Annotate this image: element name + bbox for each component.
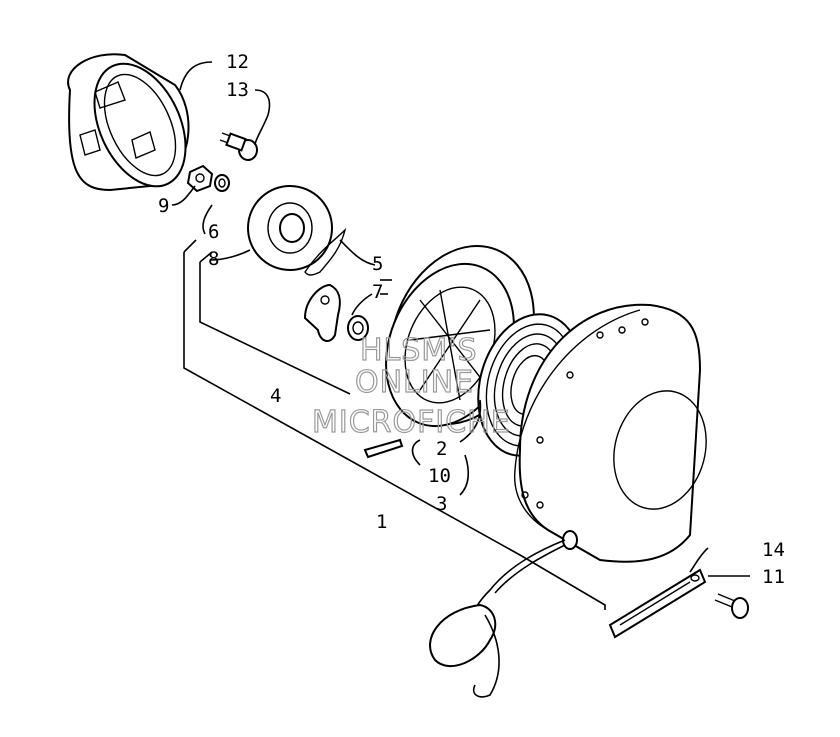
callout-9: 9 — [158, 195, 169, 217]
pulley-hub-8 — [247, 185, 333, 271]
callout-6: 6 — [208, 221, 219, 243]
housing-1 — [514, 303, 707, 563]
line-part-1 — [183, 252, 606, 610]
callout-12: 12 — [226, 51, 249, 73]
callout-5: 5 — [372, 253, 383, 275]
pawl-7 — [303, 283, 341, 342]
callout-11: 11 — [762, 566, 785, 588]
bolt-13 — [219, 132, 258, 161]
callout-labels: 12 13 9 6 8 5 7 4 2 10 3 1 14 11 — [158, 51, 785, 588]
spring-clip-5 — [304, 227, 347, 276]
callout-2: 2 — [436, 438, 447, 460]
leader-lines — [171, 61, 750, 577]
pawl-spring-7 — [347, 315, 369, 341]
watermark: HLSM'S ONLINE MICROFICHE — [311, 332, 511, 440]
callout-13: 13 — [226, 79, 249, 101]
watermark-line-3: MICROFICHE — [312, 405, 511, 440]
callout-10: 10 — [428, 465, 451, 487]
line-part-1-tick — [183, 239, 197, 253]
watermark-line-2: ONLINE — [355, 365, 474, 400]
callout-8: 8 — [208, 248, 219, 270]
washer-6 — [214, 174, 230, 192]
assembly-lines — [183, 239, 606, 610]
watermark-line-1: HLSM'S — [360, 333, 478, 368]
callout-7: 7 — [372, 281, 383, 303]
starter-rope — [429, 539, 566, 698]
nut-9 — [186, 164, 214, 193]
callout-4: 4 — [270, 385, 281, 407]
line-part-4 — [199, 262, 351, 395]
callout-1: 1 — [376, 511, 387, 533]
plate-14 — [608, 568, 707, 639]
callout-3: 3 — [436, 493, 447, 515]
callout-14: 14 — [762, 539, 785, 561]
bolt-11 — [714, 593, 749, 619]
cover-cup — [67, 53, 190, 192]
line-part-6-tick — [199, 251, 213, 263]
rope-end — [363, 438, 404, 459]
